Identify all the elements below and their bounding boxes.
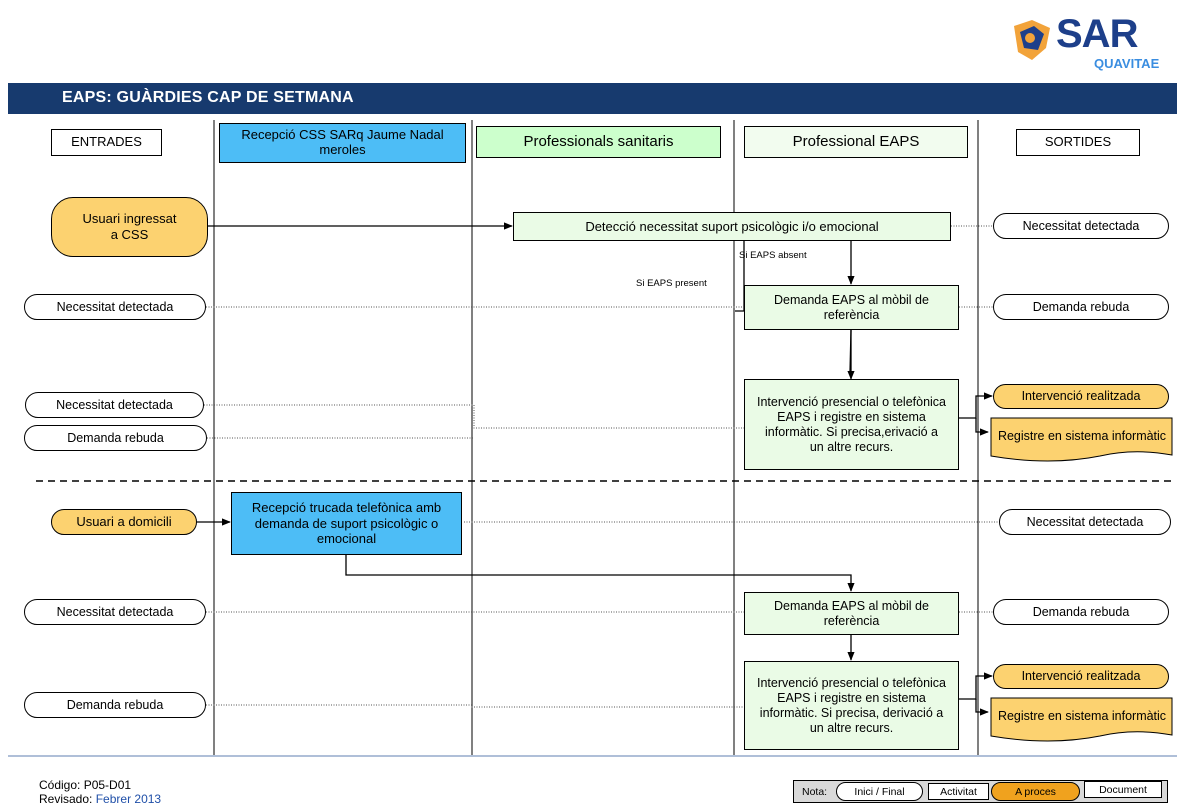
registre-document-shape-1 [990, 417, 1173, 462]
legend-inici-final: Inici / Final [836, 782, 923, 801]
output-demanda-rebuda-1: Demanda rebuda [993, 294, 1169, 320]
output-demanda-rebuda-2: Demanda rebuda [993, 599, 1169, 625]
output-registre-sistema-2: Registre en sistema informàtic [997, 708, 1167, 723]
activity-recepcio-trucada: Recepció trucada telefònica amb demanda … [231, 492, 462, 555]
output-intervencio-realitzada-2: Intervenció realitzada [993, 664, 1169, 689]
lane-header-eaps: Professional EAPS [744, 126, 968, 158]
activity-intervencio-1: Intervenció presencial o telefònica EAPS… [744, 379, 959, 470]
output-necessitat-detectada-2: Necessitat detectada [999, 509, 1171, 535]
activity-intervencio-2: Intervenció presencial o telefònica EAPS… [744, 661, 959, 750]
registre-document-shape-2 [990, 697, 1173, 742]
output-intervencio-realitzada-1: Intervenció realitzada [993, 384, 1169, 409]
logo: SAR QUAVITAE [1010, 12, 1172, 78]
title-banner [8, 83, 1177, 114]
input-necessitat-detectada-3: Necessitat detectada [24, 599, 206, 625]
legend-a-proces: A proces [991, 782, 1080, 801]
start-usuari-domicili: Usuari a domicili [51, 509, 197, 535]
input-necessitat-detectada-2: Necessitat detectada [25, 392, 204, 418]
activity-demanda-eaps-2: Demanda EAPS al mòbil de referència [744, 592, 959, 635]
legend-activitat: Activitat [928, 783, 989, 800]
output-necessitat-detectada-1: Necessitat detectada [993, 213, 1169, 239]
output-registre-sistema-1: Registre en sistema informàtic [997, 428, 1167, 443]
label-si-eaps-present: Si EAPS present [636, 278, 707, 289]
lane-header-sortides: SORTIDES [1016, 129, 1140, 156]
logo-text: SAR [1056, 12, 1138, 56]
footer-revisado: Revisado: Febrer 2013 [39, 792, 161, 806]
lane-header-entrades: ENTRADES [51, 129, 162, 156]
start-usuari-ingressat-css: Usuari ingressat a CSS [51, 197, 208, 257]
legend-document: Document [1084, 781, 1162, 798]
footer-revisado-value: Febrer 2013 [95, 792, 162, 806]
footer-codigo: Código: P05-D01 [39, 778, 132, 792]
page-title: EAPS: GUÀRDIES CAP DE SETMANA [62, 89, 354, 106]
lane-header-recepcio: Recepció CSS SARq Jaume Nadal meroles [219, 123, 466, 163]
lane-header-professionals: Professionals sanitaris [476, 126, 721, 158]
footer-revisado-label: Revisado: [39, 792, 93, 806]
legend-nota: Nota: [802, 786, 828, 798]
input-demanda-rebuda-2: Demanda rebuda [24, 692, 206, 718]
logo-subtext: QUAVITAE [1094, 56, 1160, 71]
input-demanda-rebuda-1: Demanda rebuda [24, 425, 207, 451]
logo-emblem-icon [1014, 20, 1050, 60]
label-si-eaps-absent: Si EAPS absent [739, 250, 807, 261]
input-necessitat-detectada-1: Necessitat detectada [24, 294, 206, 320]
activity-deteccio-necessitat: Detecció necessitat suport psicològic i/… [513, 212, 951, 241]
activity-demanda-eaps-1: Demanda EAPS al mòbil de referència [744, 285, 959, 330]
